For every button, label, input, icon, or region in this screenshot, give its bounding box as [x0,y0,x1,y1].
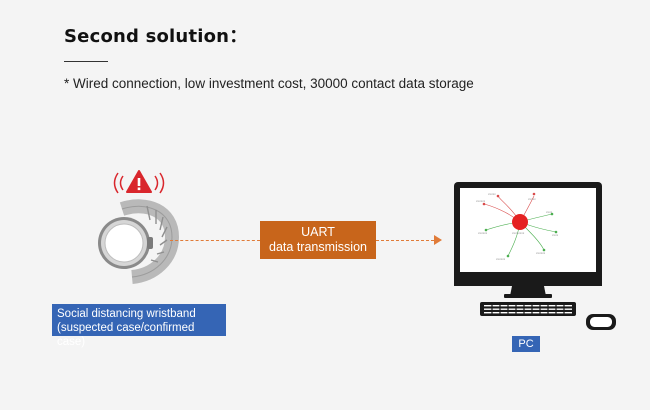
title-divider [64,61,108,62]
wristband-label: Social distancing wristband (suspected c… [52,304,226,348]
uart-transmission-box: UART data transmission [260,221,376,259]
pc-label: PC [512,336,540,352]
page-title: Second solution： [64,26,248,47]
page-subtitle: * Wired connection, low investment cost,… [64,76,474,91]
svg-text:xxxxxxxx: xxxxxxxx [512,232,525,235]
flow-connector-left [170,240,260,241]
flow-connector-right [376,240,434,241]
svg-text:xxxxxx: xxxxxx [536,252,546,255]
svg-text:xxxx: xxxx [546,211,553,214]
svg-text:xxxxx: xxxxx [528,198,536,201]
svg-text:xxxxxx: xxxxxx [496,258,506,261]
wristband-icon [98,199,180,284]
uart-label: UART [301,225,335,239]
svg-text:xxxxxx: xxxxxx [478,232,488,235]
arrow-head-icon [434,235,442,245]
svg-text:xxxx: xxxx [552,234,559,237]
svg-text:xxxxxx: xxxxxx [476,200,486,203]
data-transmission-label: data transmission [269,240,367,254]
svg-text:xxxxx: xxxxx [488,193,496,196]
warning-triangle-icon [113,170,165,194]
